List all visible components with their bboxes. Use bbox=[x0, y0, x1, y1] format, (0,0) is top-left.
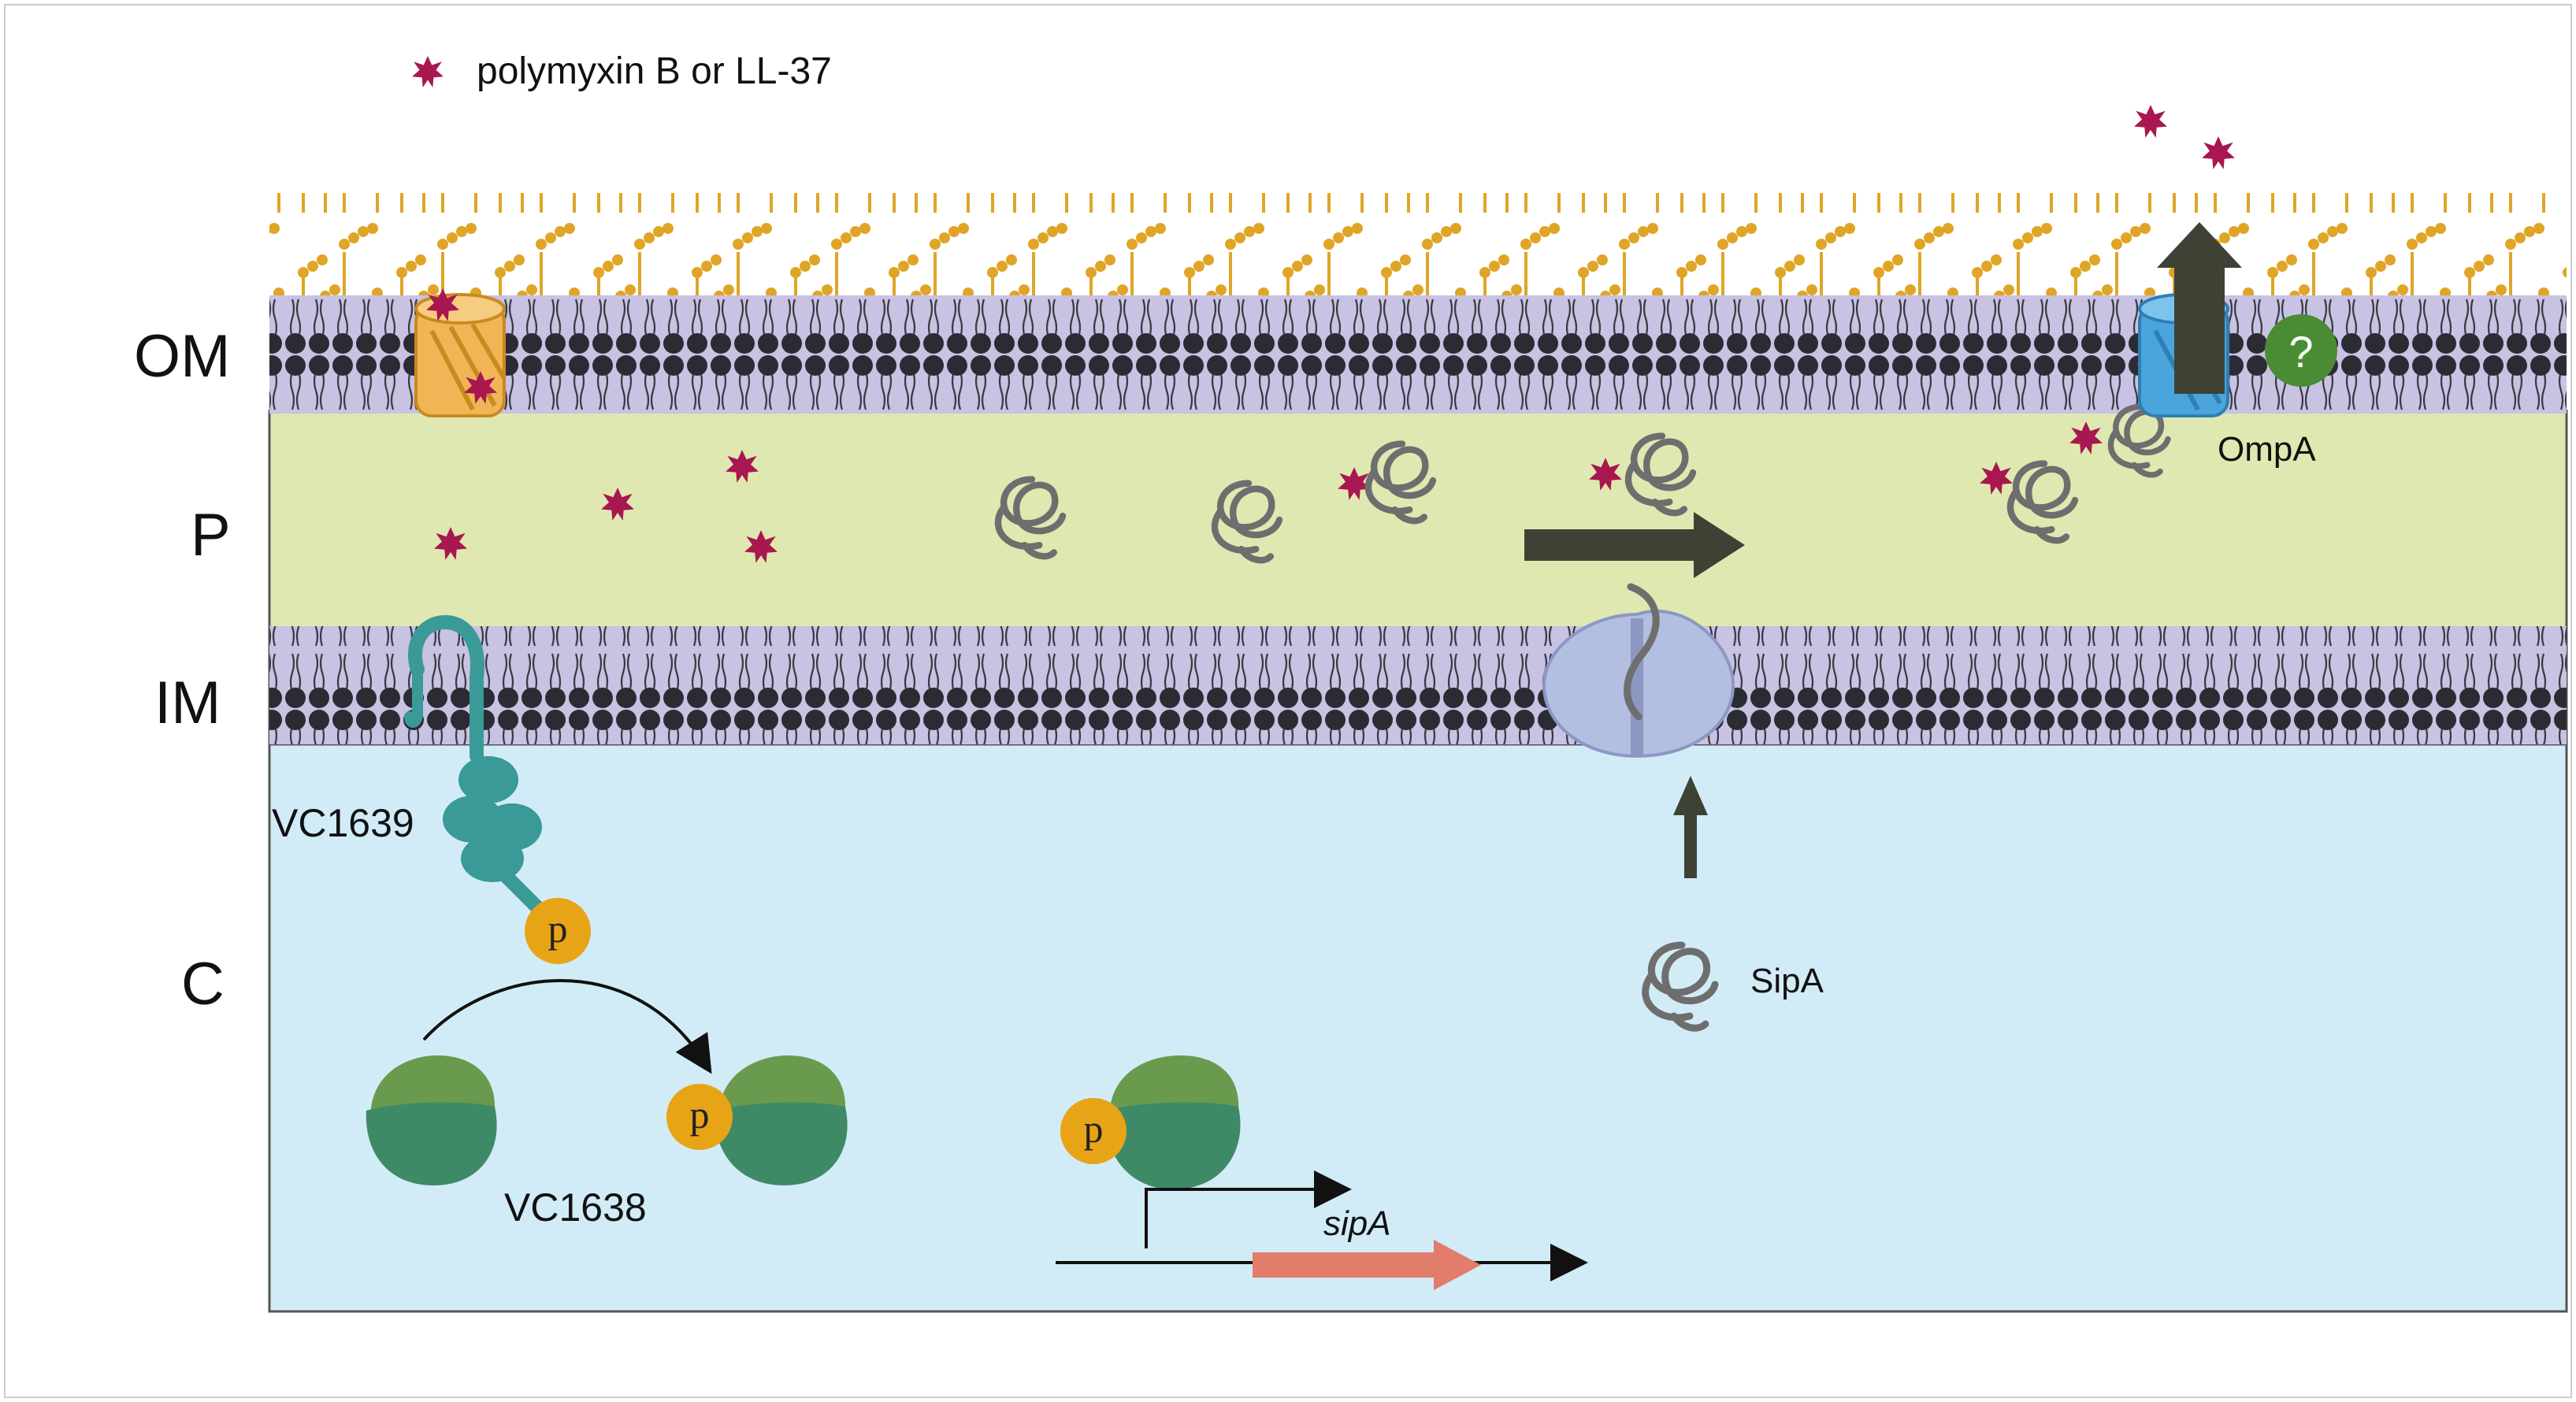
sipa-protein-label: SipA bbox=[1750, 962, 1824, 1000]
vc1638-label: VC1638 bbox=[504, 1185, 647, 1230]
transport-arrow-icon bbox=[1524, 512, 1745, 578]
ompa-label: OmpA bbox=[2218, 430, 2316, 469]
porin-channel bbox=[414, 293, 507, 417]
phosphotransfer-arrow-icon bbox=[422, 979, 712, 1074]
phosphate-bound-text: p bbox=[1084, 1107, 1104, 1151]
sipa-gene-icon bbox=[1253, 1240, 1481, 1290]
legend-label: polymyxin B or LL-37 bbox=[477, 50, 832, 92]
sipa-gene-label: sipA bbox=[1323, 1204, 1391, 1243]
vc1639-label: VC1639 bbox=[272, 801, 414, 845]
import-arrow-icon bbox=[1673, 776, 1708, 878]
vc1638-unphosphorylated bbox=[366, 1055, 497, 1185]
question-badge bbox=[2265, 314, 2337, 387]
question-mark: ? bbox=[2288, 327, 2313, 376]
layer-label-p: P bbox=[191, 502, 231, 569]
phosphate-regulator bbox=[666, 1084, 733, 1150]
phosphate-kinase-text: p bbox=[548, 907, 568, 951]
phosphate-bound bbox=[1060, 1098, 1127, 1164]
vc1638-phosphorylated bbox=[714, 1055, 848, 1185]
layer-label-im: IM bbox=[154, 669, 221, 736]
vc1639-kinase bbox=[404, 614, 551, 921]
layer-label-c: C bbox=[181, 951, 225, 1018]
promoter-arrow-icon bbox=[1145, 1170, 1352, 1248]
vc1638-bound bbox=[1104, 1055, 1241, 1189]
phosphate-kinase bbox=[525, 898, 591, 964]
export-arrow-icon bbox=[2157, 222, 2242, 394]
phosphate-regulator-text: p bbox=[690, 1092, 710, 1137]
layer-label-om: OM bbox=[134, 323, 230, 390]
sec-channel bbox=[1542, 583, 1735, 758]
